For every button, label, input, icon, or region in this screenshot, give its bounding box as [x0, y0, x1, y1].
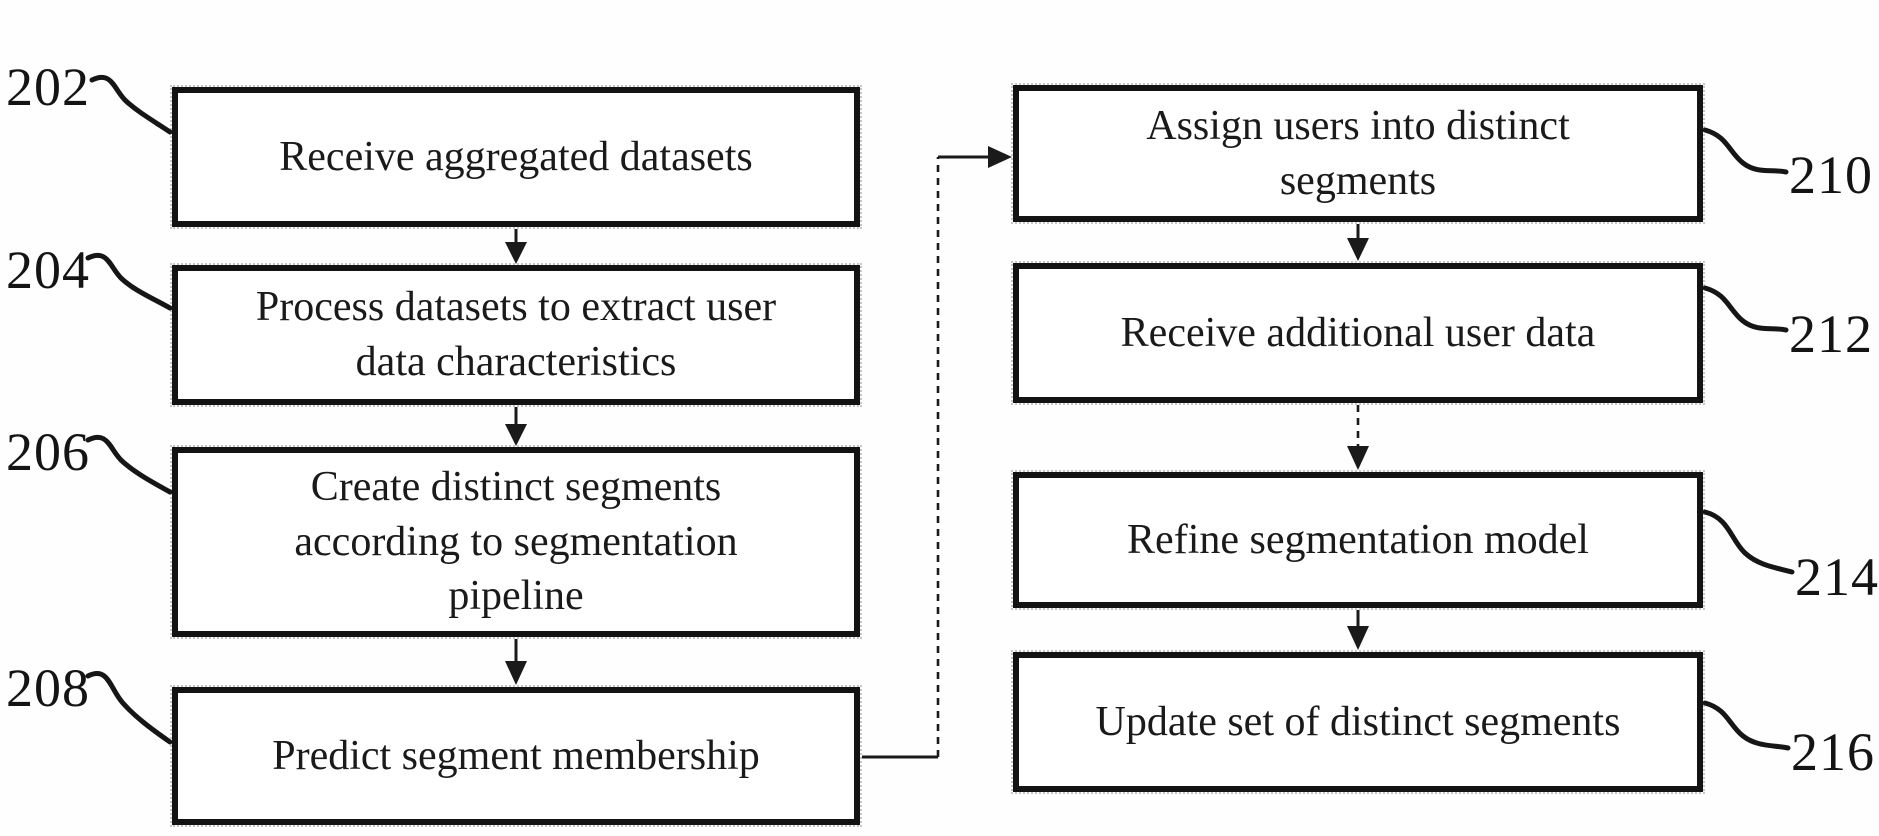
flow-box-208: Predict segment membership	[170, 685, 862, 827]
connector-208-to-210	[862, 146, 1012, 759]
leader-206	[85, 435, 173, 495]
flow-box-214: Refine segmentation model	[1011, 470, 1705, 610]
arrow-210-to-212	[1347, 224, 1369, 261]
ref-label-212: 212	[1789, 304, 1873, 364]
flow-box-210-text: Assign users into distinct segments	[1146, 102, 1570, 204]
leader-204	[85, 253, 173, 311]
flow-box-214-text: Refine segmentation model	[1127, 516, 1589, 563]
flow-box-216-text: Update set of distinct segments	[1095, 698, 1621, 745]
arrow-206-to-208	[505, 639, 527, 685]
leader-202	[89, 75, 173, 135]
leader-216	[1702, 700, 1791, 751]
ref-label-208: 208	[6, 658, 90, 718]
flow-box-204: Process datasets to extract user data ch…	[170, 263, 862, 407]
arrow-204-to-206	[505, 407, 527, 446]
flow-box-206-text: Create distinct segments according to se…	[294, 464, 738, 620]
leader-210	[1702, 127, 1789, 175]
arrow-212-to-214-dashed	[1347, 405, 1369, 470]
arrow-214-to-216	[1347, 610, 1369, 650]
leader-208	[85, 671, 173, 745]
flow-box-212-text: Receive additional user data	[1120, 309, 1596, 356]
ref-label-214: 214	[1795, 547, 1879, 607]
flow-box-204-text: Process datasets to extract user data ch…	[255, 284, 777, 385]
ref-label-216: 216	[1791, 722, 1875, 782]
flow-box-202-text: Receive aggregated datasets	[279, 133, 753, 180]
arrow-202-to-204	[505, 229, 527, 264]
ref-label-204: 204	[6, 240, 90, 300]
ref-label-202: 202	[6, 57, 90, 117]
leader-212	[1702, 285, 1789, 333]
flow-box-212: Receive additional user data	[1011, 261, 1705, 405]
flow-box-210: Assign users into distinct segments	[1011, 83, 1705, 224]
flow-box-206: Create distinct segments according to se…	[170, 445, 862, 639]
ref-label-206: 206	[6, 422, 90, 482]
flow-box-202: Receive aggregated datasets	[170, 85, 862, 229]
leader-214	[1702, 509, 1795, 575]
flow-box-208-text: Predict segment membership	[272, 732, 760, 779]
flow-box-216: Update set of distinct segments	[1011, 650, 1705, 794]
ref-label-210: 210	[1789, 145, 1873, 205]
